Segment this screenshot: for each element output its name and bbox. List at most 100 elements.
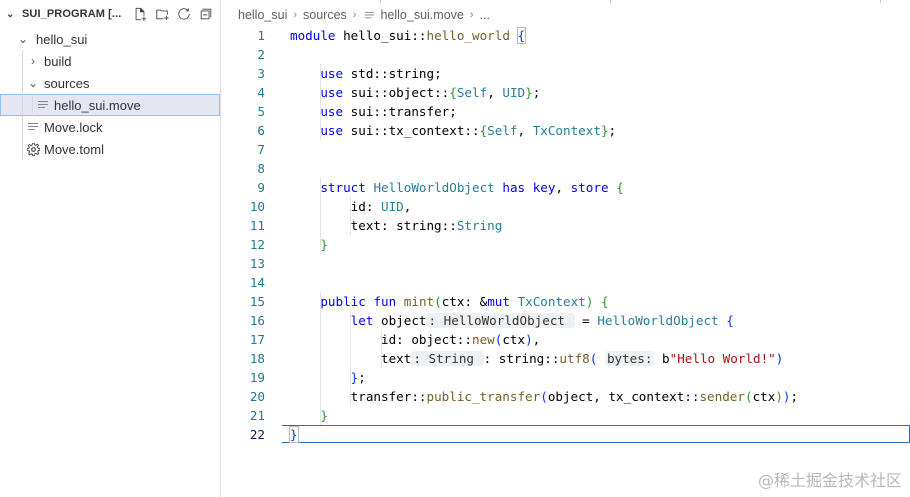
tree-item-sources[interactable]: ⌄ sources xyxy=(0,72,220,94)
breadcrumb-file[interactable]: hello_sui.move xyxy=(362,8,464,22)
tree-item-label: Move.lock xyxy=(44,119,103,135)
chevron-down-icon: ⌄ xyxy=(17,32,29,46)
line-number: 14 xyxy=(249,275,265,290)
tree-item-label: build xyxy=(44,53,72,69)
chevron-right-icon: › xyxy=(31,54,35,68)
chevron-right-icon: › xyxy=(469,9,474,21)
indent-guide xyxy=(320,102,321,121)
code-text: module hello_sui::hello_world { xyxy=(290,27,527,44)
code-text: text: string::String xyxy=(290,218,503,233)
new-file-icon[interactable] xyxy=(132,6,148,22)
code-line[interactable]: 17 id: object::new(ctx), xyxy=(222,330,910,349)
collapse-all-icon[interactable] xyxy=(198,6,214,22)
breadcrumb-sources[interactable]: sources xyxy=(303,8,347,22)
line-number: 6 xyxy=(257,123,265,138)
breadcrumb-file-label: hello_sui.move xyxy=(380,8,464,22)
code-line[interactable]: 21 } xyxy=(222,406,910,425)
explorer-header[interactable]: ⌄ SUI_PROGRAM [... xyxy=(0,0,220,28)
code-line[interactable]: 8 xyxy=(222,159,910,178)
code-text: id: object::new(ctx), xyxy=(290,332,541,347)
refresh-icon[interactable] xyxy=(176,6,192,22)
code-line[interactable]: 2 xyxy=(222,45,910,64)
line-number: 4 xyxy=(257,85,265,100)
tree-item-label: hello_sui xyxy=(36,31,88,47)
tree-item-move-lock[interactable]: Move.lock xyxy=(0,116,220,138)
code-line[interactable]: 13 xyxy=(222,254,910,273)
breadcrumb-hello-sui[interactable]: hello_sui xyxy=(238,8,288,22)
line-number: 21 xyxy=(249,408,265,423)
breadcrumb-symbols[interactable]: ... xyxy=(479,8,490,22)
tree-item-build[interactable]: › build xyxy=(0,50,220,72)
line-number: 20 xyxy=(249,389,265,404)
code-line[interactable]: 5 use sui::transfer; xyxy=(222,102,910,121)
code-line[interactable]: 9 struct HelloWorldObject has key, store… xyxy=(222,178,910,197)
code-line[interactable]: 14 xyxy=(222,273,910,292)
line-number: 3 xyxy=(257,66,265,81)
code-text: id: UID, xyxy=(290,199,412,214)
code-line[interactable]: 7 xyxy=(222,140,910,159)
indent-guide xyxy=(320,178,321,197)
code-text: transfer::public_transfer(object, tx_con… xyxy=(290,389,799,404)
line-number: 11 xyxy=(249,218,265,233)
chevron-down-icon: ⌄ xyxy=(27,76,39,90)
code-text: let object: HelloWorldObject = HelloWorl… xyxy=(350,313,734,328)
tree-item-hello-sui[interactable]: ⌄ hello_sui xyxy=(0,28,220,50)
indent-guide xyxy=(320,349,321,368)
indent-guide xyxy=(320,330,321,349)
code-line[interactable]: 22} xyxy=(222,425,910,444)
current-line-highlight xyxy=(282,425,910,443)
watermark: @稀土掘金技术社区 xyxy=(757,471,902,490)
explorer-sidebar: ⌄ SUI_PROGRAM [... ⌄ hello_sui › build ⌄ xyxy=(0,0,221,497)
editor: hello_sui › sources › hello_sui.move › .… xyxy=(222,0,910,497)
code-line[interactable]: 20 transfer::public_transfer(object, tx_… xyxy=(222,387,910,406)
code-line[interactable]: 3 use std::string; xyxy=(222,64,910,83)
code-line[interactable]: 18 text: String : string::utf8( bytes: b… xyxy=(222,349,910,368)
code-text: use sui::tx_context::{Self, TxContext}; xyxy=(320,123,617,138)
new-folder-icon[interactable] xyxy=(154,6,170,22)
indent-guide xyxy=(22,72,23,94)
code-line[interactable]: 12 } xyxy=(222,235,910,254)
indent-guide xyxy=(350,368,352,387)
chevron-right-icon: › xyxy=(293,9,298,21)
code-text: }; xyxy=(350,370,366,385)
line-number: 16 xyxy=(249,313,265,328)
chevron-down-icon[interactable]: ⌄ xyxy=(6,8,15,20)
line-number: 7 xyxy=(257,142,265,157)
indent-guide xyxy=(320,406,321,425)
line-number: 22 xyxy=(249,427,265,442)
chevron-right-icon: › xyxy=(352,9,357,21)
code-line[interactable]: 16 let object: HelloWorldObject = HelloW… xyxy=(222,311,910,330)
code-line[interactable]: 11 text: string::String xyxy=(222,216,910,235)
indent-guide xyxy=(320,292,321,311)
indent-guide xyxy=(320,235,321,254)
indent-guide xyxy=(320,64,321,83)
tree-item-move-toml[interactable]: Move.toml xyxy=(0,138,220,160)
tree-item-label: hello_sui.move xyxy=(54,97,141,113)
indent-guide xyxy=(350,216,352,235)
indent-guide xyxy=(22,94,23,116)
indent-guide xyxy=(350,387,352,406)
code-line[interactable]: 19 }; xyxy=(222,368,910,387)
code-text: } xyxy=(320,237,328,252)
line-number: 15 xyxy=(249,294,265,309)
tree-item-hello-sui-move[interactable]: hello_sui.move xyxy=(0,94,220,116)
indent-guide xyxy=(22,50,23,72)
code-line[interactable]: 6 use sui::tx_context::{Self, TxContext}… xyxy=(222,121,910,140)
code-line[interactable]: 15 public fun mint(ctx: &mut TxContext) … xyxy=(222,292,910,311)
indent-guide xyxy=(32,94,33,116)
line-number: 12 xyxy=(249,237,265,252)
code-text: use sui::object::{Self, UID}; xyxy=(320,85,541,100)
indent-guide xyxy=(320,216,321,235)
explorer-title: SUI_PROGRAM [... xyxy=(22,8,122,20)
code-text: } xyxy=(289,426,299,443)
tab-strip-edge xyxy=(222,0,910,3)
code-line[interactable]: 4 use sui::object::{Self, UID}; xyxy=(222,83,910,102)
code-line[interactable]: 10 id: UID, xyxy=(222,197,910,216)
indent-guide xyxy=(22,116,23,138)
indent-guide xyxy=(380,349,382,368)
line-number: 8 xyxy=(257,161,265,176)
line-number: 2 xyxy=(257,47,265,62)
indent-guide xyxy=(320,311,321,330)
